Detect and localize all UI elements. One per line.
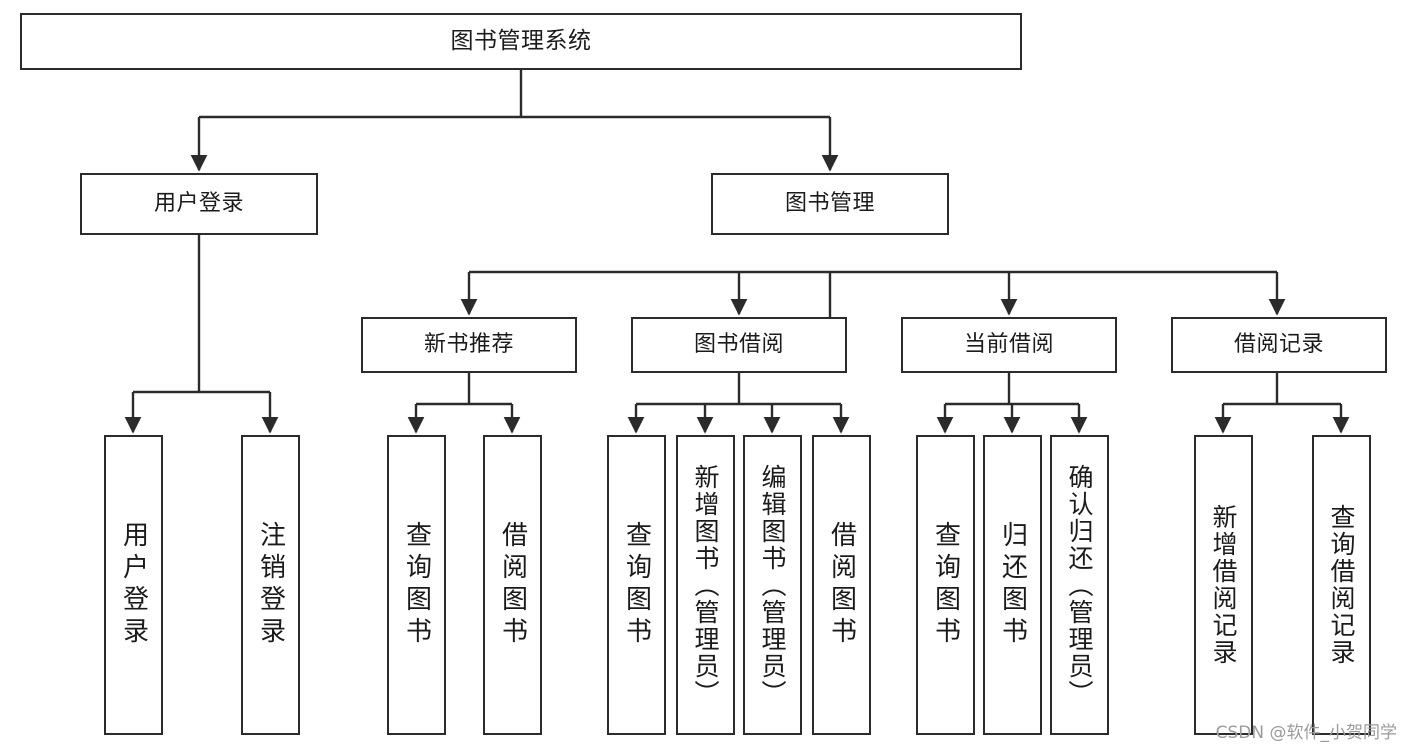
node-current-borrow[interactable]: 当前借阅 — [901, 317, 1117, 373]
node-leaf-user-logout-label: 注销登录 — [255, 521, 286, 649]
node-current-borrow-label: 当前借阅 — [963, 331, 1054, 357]
node-leaf-query-book-2[interactable]: 查询图书 — [607, 435, 666, 735]
node-leaf-confirm-return-label: 确认归还（管理员） — [1065, 463, 1094, 707]
node-leaf-return-book-label: 归还图书 — [997, 521, 1028, 649]
csdn-watermark: CSDN @软件_小贺同学 — [1215, 723, 1397, 743]
node-leaf-query-record[interactable]: 查询借阅记录 — [1312, 435, 1371, 735]
node-new-book-recommend[interactable]: 新书推荐 — [361, 317, 577, 373]
node-book-borrow[interactable]: 图书借阅 — [631, 317, 847, 373]
node-leaf-query-book-1[interactable]: 查询图书 — [387, 435, 446, 735]
node-leaf-return-book[interactable]: 归还图书 — [983, 435, 1042, 735]
node-leaf-query-book-3[interactable]: 查询图书 — [916, 435, 975, 735]
node-leaf-add-record[interactable]: 新增借阅记录 — [1194, 435, 1253, 735]
node-book-borrow-label: 图书借阅 — [693, 331, 784, 357]
node-borrow-record-label: 借阅记录 — [1233, 331, 1324, 357]
node-leaf-borrow-book-2-label: 借阅图书 — [826, 521, 857, 649]
node-root-label: 图书管理系统 — [450, 27, 592, 54]
node-leaf-add-record-label: 新增借阅记录 — [1209, 504, 1238, 666]
node-leaf-borrow-book-2[interactable]: 借阅图书 — [812, 435, 871, 735]
node-leaf-confirm-return[interactable]: 确认归还（管理员） — [1050, 435, 1109, 735]
node-leaf-query-book-1-label: 查询图书 — [401, 521, 432, 649]
node-leaf-query-book-2-label: 查询图书 — [621, 521, 652, 649]
node-leaf-edit-book[interactable]: 编辑图书（管理员） — [743, 435, 802, 735]
node-borrow-record[interactable]: 借阅记录 — [1171, 317, 1387, 373]
node-leaf-add-book[interactable]: 新增图书（管理员） — [676, 435, 735, 735]
node-leaf-query-record-label: 查询借阅记录 — [1327, 504, 1356, 666]
node-user-login[interactable]: 用户登录 — [80, 173, 318, 235]
node-leaf-add-book-label: 新增图书（管理员） — [691, 463, 720, 707]
node-leaf-user-login-label: 用户登录 — [118, 521, 149, 649]
node-leaf-edit-book-label: 编辑图书（管理员） — [758, 463, 787, 707]
node-leaf-user-login[interactable]: 用户登录 — [104, 435, 163, 735]
node-root[interactable]: 图书管理系统 — [20, 13, 1022, 70]
node-book-manage[interactable]: 图书管理 — [711, 173, 949, 235]
node-user-login-label: 用户登录 — [153, 190, 244, 216]
node-leaf-query-book-3-label: 查询图书 — [930, 521, 961, 649]
node-leaf-user-logout[interactable]: 注销登录 — [241, 435, 300, 735]
node-book-manage-label: 图书管理 — [784, 190, 875, 216]
node-leaf-borrow-book-1[interactable]: 借阅图书 — [483, 435, 542, 735]
node-leaf-borrow-book-1-label: 借阅图书 — [497, 521, 528, 649]
node-new-book-recommend-label: 新书推荐 — [423, 331, 514, 357]
